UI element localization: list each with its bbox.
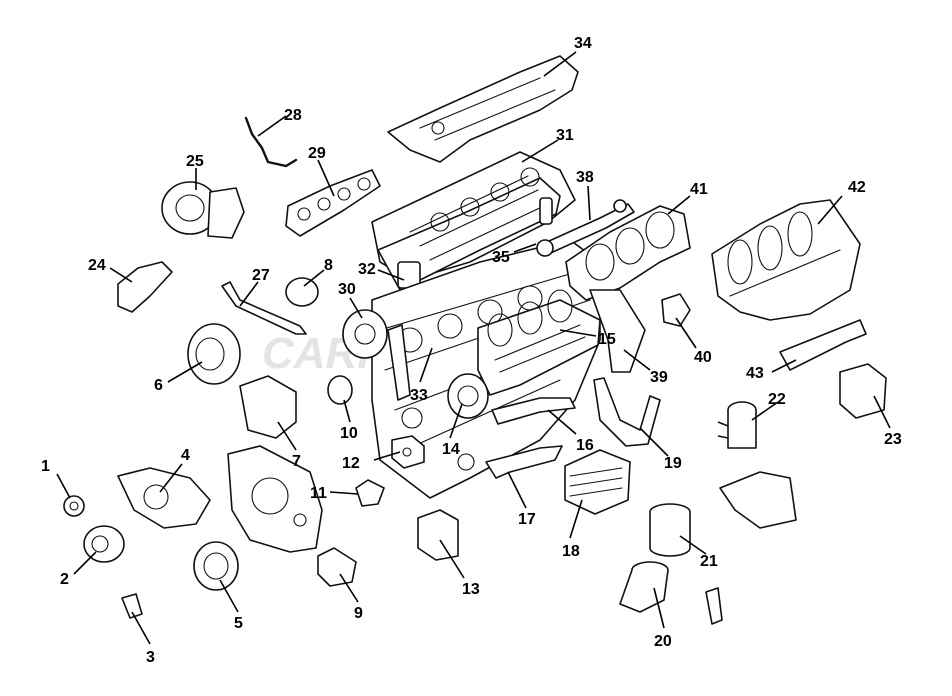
label-23: 23: [884, 431, 902, 448]
part-oil-filter: [649, 503, 691, 557]
label-34: 34: [574, 35, 592, 52]
part-9: [317, 547, 357, 587]
part-24: [117, 261, 173, 313]
label-14: 14: [442, 441, 460, 458]
label-2: 2: [60, 571, 69, 588]
part-10: [327, 375, 353, 405]
part-6: [187, 323, 241, 385]
part-40: [661, 293, 691, 327]
part-22: [717, 401, 757, 449]
label-38: 38: [576, 169, 594, 186]
label-3: 3: [146, 649, 155, 666]
part-turbocharger: [161, 181, 245, 239]
label-21: 21: [700, 553, 718, 570]
label-12: 12: [342, 455, 360, 472]
label-22: 22: [768, 391, 786, 408]
label-7: 7: [292, 453, 301, 470]
label-4: 4: [181, 447, 190, 464]
part-fitting: [705, 587, 723, 625]
label-24: 24: [88, 257, 106, 274]
label-9: 9: [354, 605, 363, 622]
label-19: 19: [664, 455, 682, 472]
label-27: 27: [252, 267, 270, 284]
label-10: 10: [340, 425, 358, 442]
part-idler: [63, 495, 85, 517]
part-13: [417, 509, 459, 561]
part-41: [565, 205, 691, 301]
label-16: 16: [576, 437, 594, 454]
part-intake-manifold-upper: [711, 199, 861, 321]
part-cylinder-head: [371, 151, 576, 291]
part-33: [387, 324, 411, 401]
part-exhaust-manifold: [285, 169, 381, 237]
label-29: 29: [308, 145, 326, 162]
label-11: 11: [310, 485, 327, 502]
label-39: 39: [650, 369, 668, 386]
part-number-labels: 1 2 3 4 5 6 7 8 9 10 11 12 13 14 15 16 1…: [41, 35, 902, 666]
label-5: 5: [234, 615, 243, 632]
part-43: [779, 319, 867, 371]
label-8: 8: [324, 257, 333, 274]
part-8: [285, 277, 319, 307]
part-3: [121, 593, 143, 619]
label-17: 17: [518, 511, 536, 528]
part-19: [593, 377, 661, 447]
label-32: 32: [358, 261, 376, 278]
label-43: 43: [746, 365, 764, 382]
part-engine-cover: [387, 55, 579, 163]
label-28: 28: [284, 107, 302, 124]
part-30: [342, 309, 388, 359]
part-7: [239, 375, 297, 439]
label-40: 40: [694, 349, 712, 366]
label-35: 35: [492, 249, 510, 266]
part-27: [221, 281, 307, 335]
label-20: 20: [654, 633, 672, 650]
part-23: [839, 363, 887, 419]
label-6: 6: [154, 377, 163, 394]
part-throttle-body: [447, 373, 489, 419]
label-30: 30: [338, 281, 356, 298]
label-41: 41: [690, 181, 708, 198]
label-25: 25: [186, 153, 204, 170]
part-timing-cover: [227, 445, 323, 553]
part-39: [589, 289, 646, 373]
part-water-pump: [117, 467, 211, 529]
part-12: [391, 435, 425, 469]
part-tensioner-pulley: [83, 525, 125, 563]
label-13: 13: [462, 581, 480, 598]
part-oil-cooler: [564, 449, 631, 515]
label-18: 18: [562, 543, 580, 560]
label-33: 33: [410, 387, 428, 404]
part-20: [619, 561, 669, 613]
label-1: 1: [41, 458, 50, 475]
part-intake-manifold-lower: [477, 289, 601, 396]
part-coolant-flange: [719, 471, 797, 529]
part-17: [485, 445, 563, 479]
part-28: [244, 116, 298, 168]
part-16: [491, 397, 576, 425]
part-crank-pulley: [193, 541, 239, 591]
leader-lines: [56, 51, 891, 645]
part-11: [355, 479, 385, 507]
label-42: 42: [848, 179, 866, 196]
label-15: 15: [598, 331, 616, 348]
part-fuel-rail: [536, 199, 635, 257]
label-31: 31: [556, 127, 574, 144]
